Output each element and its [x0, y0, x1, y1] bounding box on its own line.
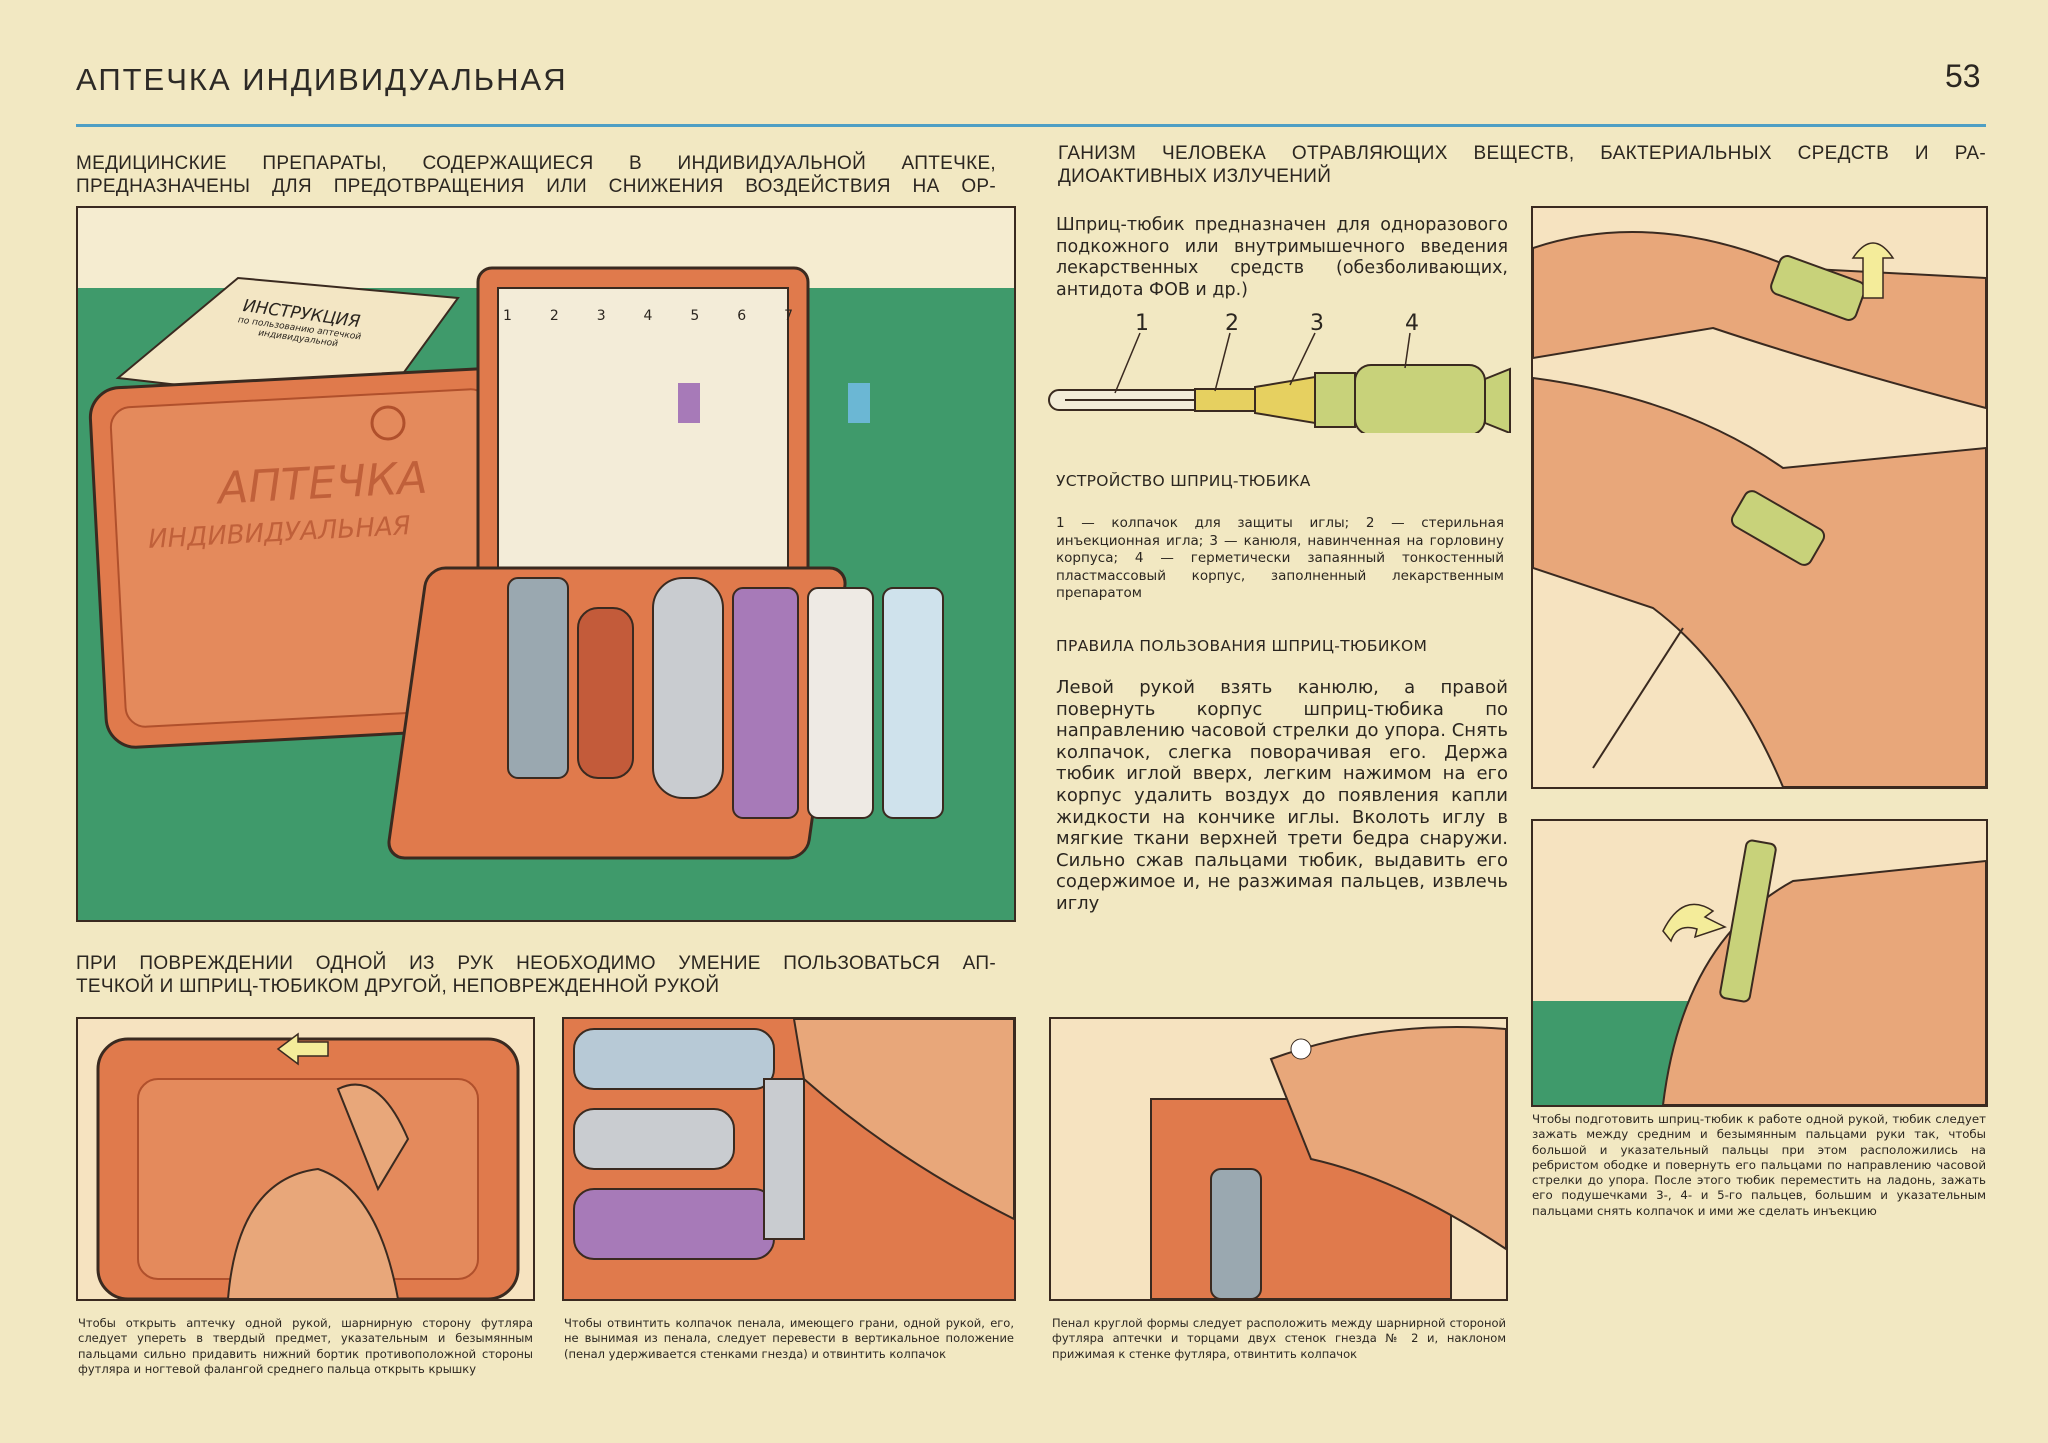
device-heading: УСТРОЙСТВО ШПРИЦ-ТЮБИКА	[1056, 472, 1311, 490]
page-title: АПТЕЧКА ИНДИВИДУАЛЬНАЯ	[76, 62, 568, 97]
slot-number: 5	[690, 308, 700, 324]
heading-line: ТЕЧКОЙ И ШПРИЦ-ТЮБИКОМ ДРУГОЙ, НЕПОВРЕЖД…	[76, 976, 720, 997]
caption-1: Чтобы открыть аптечку одной рукой, шарни…	[78, 1316, 533, 1376]
slot-number: 7	[784, 308, 793, 324]
syringe-drawing	[1048, 332, 1511, 433]
slot-number: 1	[503, 308, 512, 324]
syringe-diagram: 1 2 3 4	[1045, 311, 1515, 433]
heading-line: ПРИ ПОВРЕЖДЕНИИ ОДНОЙ ИЗ РУК НЕОБХОДИМО …	[76, 953, 996, 974]
open-kit-drawing	[96, 1032, 520, 1299]
diagram-label: 4	[1405, 311, 1419, 336]
intro-line: МЕДИЦИНСКИЕ ПРЕПАРАТЫ, СОДЕРЖАЩИЕСЯ В ИН…	[76, 153, 996, 174]
round-case-drawing	[1150, 1026, 1506, 1299]
one-hand-syringe-illustration	[1531, 819, 1988, 1107]
hands-syringe-drawing	[1533, 231, 1986, 787]
main-illustration: ИНСТРУКЦИЯ по пользованию аптечкой индив…	[76, 206, 1016, 922]
intro-line: ДИОАКТИВНЫХ ИЗЛУЧЕНИЙ	[1058, 166, 1332, 187]
rules-text: Левой рукой взять канюлю, а правой повер…	[1056, 677, 1508, 914]
round-case-illustration	[1049, 1017, 1508, 1301]
injection-illustration	[1531, 206, 1988, 789]
diagram-label: 1	[1135, 311, 1149, 336]
open-kit-illustration	[76, 1017, 535, 1301]
unscrew-cap-drawing	[564, 1019, 1014, 1299]
diagram-label: 3	[1310, 311, 1324, 336]
page-number: 53	[1945, 58, 1981, 94]
caption-2: Чтобы отвинтить колпачок пенала, имеющег…	[564, 1316, 1014, 1361]
header-rule	[76, 124, 1986, 127]
diagram-label: 2	[1225, 311, 1239, 336]
intro-left: МЕДИЦИНСКИЕ ПРЕПАРАТЫ, СОДЕРЖАЩИЕСЯ В ИН…	[76, 152, 996, 198]
slot-number: 6	[737, 308, 747, 324]
intro-right: ГАНИЗМ ЧЕЛОВЕКА ОТРАВЛЯЮЩИХ ВЕЩЕСТВ, БАК…	[1058, 142, 1986, 188]
caption-3: Пенал круглой формы следует расположить …	[1052, 1316, 1506, 1361]
one-hand-heading: ПРИ ПОВРЕЖДЕНИИ ОДНОЙ ИЗ РУК НЕОБХОДИМО …	[76, 952, 996, 998]
slot-number: 3	[596, 308, 606, 324]
intro-line: ПРЕДНАЗНАЧЕНЫ ДЛЯ ПРЕДОТВРАЩЕНИЯ ИЛИ СНИ…	[76, 176, 996, 197]
rules-heading: ПРАВИЛА ПОЛЬЗОВАНИЯ ШПРИЦ-ТЮБИКОМ	[1056, 637, 1428, 655]
intro-line: ГАНИЗМ ЧЕЛОВЕКА ОТРАВЛЯЮЩИХ ВЕЩЕСТВ, БАК…	[1058, 143, 1986, 164]
first-aid-kit-drawing	[78, 208, 1014, 920]
slot-number: 4	[643, 308, 653, 324]
slot-numbers: 1 2 3 4 5 6 7	[503, 308, 793, 324]
caption-4: Чтобы подготовить шприц-тюбик к работе о…	[1532, 1112, 1986, 1218]
unscrew-cap-illustration	[562, 1017, 1016, 1301]
device-legend: 1 — колпачок для защиты иглы; 2 — стерил…	[1056, 515, 1504, 601]
syringe-description: Шприц-тюбик предназначен для одноразовог…	[1056, 215, 1508, 300]
hand-syringe-drawing	[1533, 821, 1986, 1105]
slot-number: 2	[549, 308, 559, 324]
